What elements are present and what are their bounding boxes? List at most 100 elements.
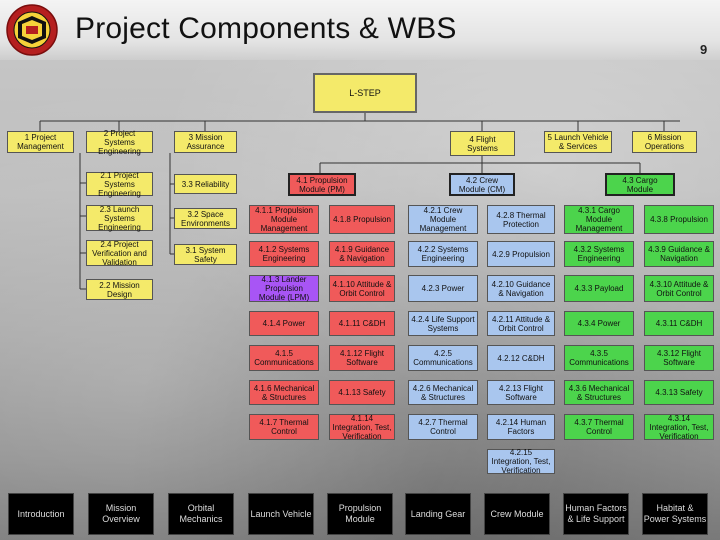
- wbs-4-2-13: 4.2.13 Flight Software: [487, 380, 555, 405]
- wbs-label: 3.2 Space Environments: [177, 210, 234, 228]
- wbs-4-1-12: 4.1.12 Flight Software: [329, 345, 395, 371]
- nav-propulsion-module[interactable]: Propulsion Module: [327, 493, 393, 535]
- wbs-label: 4.1.13 Safety: [338, 388, 385, 397]
- wbs-4-1-7: 4.1.7 Thermal Control: [249, 414, 319, 440]
- wbs-project-systems-engineering: 2 Project Systems Engineering: [86, 131, 153, 153]
- wbs-4-3-10: 4.3.10 Attitude & Orbit Control: [644, 275, 714, 302]
- wbs-4-2-12: 4.2.12 C&DH: [487, 345, 555, 371]
- wbs-crew-module-header: 4.2 Crew Module (CM): [449, 173, 515, 196]
- wbs-4-2-6: 4.2.6 Mechanical & Structures: [408, 380, 478, 405]
- nav-launch-vehicle[interactable]: Launch Vehicle: [248, 493, 314, 535]
- wbs-4-1-14: 4.1.14 Integration, Test, Verification: [329, 414, 395, 440]
- wbs-label: 4.2.2 Systems Engineering: [411, 245, 475, 263]
- wbs-label: 4.1.3 Lander Propulsion Module (LPM): [252, 275, 316, 302]
- wbs-4-2-2: 4.2.2 Systems Engineering: [408, 241, 478, 267]
- wbs-3-2: 3.2 Space Environments: [174, 208, 237, 229]
- wbs-label: 4.3.10 Attitude & Orbit Control: [647, 280, 711, 298]
- wbs-4-1-2: 4.1.2 Systems Engineering: [249, 241, 319, 267]
- nav-label: Orbital Mechanics: [169, 503, 233, 525]
- wbs-label: 4.1.2 Systems Engineering: [252, 245, 316, 263]
- nav-habitat-power[interactable]: Habitat & Power Systems: [642, 493, 708, 535]
- wbs-flight-systems: 4 Flight Systems: [450, 131, 515, 156]
- wbs-4-2-15: 4.2.15 Integration, Test, Verification: [487, 449, 555, 474]
- wbs-label: 4.3 Cargo Module: [609, 176, 671, 194]
- wbs-label: 4.2.4 Life Support Systems: [411, 315, 475, 333]
- wbs-4-2-7: 4.2.7 Thermal Control: [408, 414, 478, 440]
- wbs-4-2-8: 4.2.8 Thermal Protection: [487, 205, 555, 234]
- wbs-label: 4.3.6 Mechanical & Structures: [567, 384, 631, 402]
- wbs-2-4: 2.4 Project Verification and Validation: [86, 240, 153, 266]
- nav-label: Propulsion Module: [328, 503, 392, 525]
- wbs-cargo-module-header: 4.3 Cargo Module: [605, 173, 675, 196]
- nav-introduction[interactable]: Introduction: [8, 493, 74, 535]
- wbs-3-1: 3.1 System Safety: [174, 244, 237, 265]
- nav-landing-gear[interactable]: Landing Gear: [405, 493, 471, 535]
- wbs-4-3-6: 4.3.6 Mechanical & Structures: [564, 380, 634, 405]
- wbs-label: 4 Flight Systems: [453, 135, 512, 153]
- wbs-label: 3.3 Reliability: [182, 180, 230, 189]
- wbs-label: 6 Mission Operations: [635, 133, 694, 151]
- wbs-4-1-6: 4.1.6 Mechanical & Structures: [249, 380, 319, 405]
- wbs-4-3-8: 4.3.8 Propulsion: [644, 205, 714, 234]
- wbs-label: 4.2.14 Human Factors: [490, 418, 552, 436]
- wbs-label: 3.1 System Safety: [177, 246, 234, 264]
- wbs-label: 4.1 Propulsion Module (PM): [292, 176, 352, 194]
- wbs-label: 4.2.10 Guidance & Navigation: [490, 280, 552, 298]
- wbs-label: 4.3.2 Systems Engineering: [567, 245, 631, 263]
- wbs-mission-assurance: 3 Mission Assurance: [174, 131, 237, 153]
- wbs-2-1: 2.1 Project Systems Engineering: [86, 172, 153, 196]
- wbs-4-3-5: 4.3.5 Communications: [564, 345, 634, 371]
- wbs-label: 4.2.6 Mechanical & Structures: [411, 384, 475, 402]
- nav-label: Landing Gear: [411, 509, 466, 520]
- wbs-launch-vehicle-services: 5 Launch Vehicle & Services: [544, 131, 612, 153]
- wbs-4-1-5: 4.1.5 Communications: [249, 345, 319, 371]
- wbs-4-1-13: 4.1.13 Safety: [329, 380, 395, 405]
- wbs-4-3-11: 4.3.11 C&DH: [644, 311, 714, 336]
- wbs-2-2: 2.2 Mission Design: [86, 279, 153, 300]
- wbs-label: 2 Project Systems Engineering: [89, 129, 150, 156]
- wbs-4-1-3: 4.1.3 Lander Propulsion Module (LPM): [249, 275, 319, 302]
- nav-mission-overview[interactable]: Mission Overview: [88, 493, 154, 535]
- wbs-label: 4.2.1 Crew Module Management: [411, 206, 475, 233]
- wbs-4-2-10: 4.2.10 Guidance & Navigation: [487, 275, 555, 302]
- wbs-label: 4.1.14 Integration, Test, Verification: [332, 414, 392, 441]
- wbs-label: 4.3.14 Integration, Test, Verification: [647, 414, 711, 441]
- wbs-label: 4.2.8 Thermal Protection: [490, 211, 552, 229]
- wbs-label: 4.3.11 C&DH: [656, 319, 703, 328]
- wbs-label: 4.2.13 Flight Software: [490, 384, 552, 402]
- wbs-4-3-2: 4.3.2 Systems Engineering: [564, 241, 634, 267]
- wbs-root-label: L-STEP: [349, 89, 381, 98]
- wbs-label: 4.3.12 Flight Software: [647, 349, 711, 367]
- wbs-4-2-3: 4.2.3 Power: [408, 275, 478, 302]
- wbs-4-1-1: 4.1.1 Propulsion Module Management: [249, 205, 319, 234]
- nav-label: Mission Overview: [89, 503, 153, 525]
- wbs-label: 4.3.9 Guidance & Navigation: [647, 245, 711, 263]
- wbs-4-3-14: 4.3.14 Integration, Test, Verification: [644, 414, 714, 440]
- wbs-4-2-1: 4.2.1 Crew Module Management: [408, 205, 478, 234]
- wbs-label: 4.2.11 Attitude & Orbit Control: [490, 315, 552, 333]
- wbs-4-1-8: 4.1.8 Propulsion: [329, 205, 395, 234]
- nav-label: Crew Module: [490, 509, 543, 520]
- nav-label: Habitat & Power Systems: [643, 503, 707, 525]
- wbs-4-1-10: 4.1.10 Attitude & Orbit Control: [329, 275, 395, 302]
- nav-human-factors[interactable]: Human Factors & Life Support: [563, 493, 629, 535]
- wbs-4-1-11: 4.1.11 C&DH: [329, 311, 395, 336]
- wbs-4-2-11: 4.2.11 Attitude & Orbit Control: [487, 311, 555, 336]
- wbs-label: 4.1.1 Propulsion Module Management: [252, 206, 316, 233]
- wbs-label: 2.4 Project Verification and Validation: [89, 240, 150, 267]
- wbs-4-1-9: 4.1.9 Guidance & Navigation: [329, 241, 395, 267]
- wbs-label: 1 Project Management: [10, 133, 71, 151]
- nav-crew-module[interactable]: Crew Module: [484, 493, 550, 535]
- wbs-4-3-3: 4.3.3 Payload: [564, 275, 634, 302]
- wbs-4-2-9: 4.2.9 Propulsion: [487, 241, 555, 267]
- wbs-label: 4.1.8 Propulsion: [333, 215, 391, 224]
- wbs-label: 4.2.15 Integration, Test, Verification: [490, 448, 552, 475]
- wbs-label: 4.1.5 Communications: [252, 349, 316, 367]
- wbs-label: 4.2.12 C&DH: [497, 354, 544, 363]
- wbs-2-3: 2.3 Launch Systems Engineering: [86, 205, 153, 231]
- nav-orbital-mechanics[interactable]: Orbital Mechanics: [168, 493, 234, 535]
- wbs-label: 4.1.7 Thermal Control: [252, 418, 316, 436]
- wbs-4-3-9: 4.3.9 Guidance & Navigation: [644, 241, 714, 267]
- wbs-propulsion-module-header: 4.1 Propulsion Module (PM): [288, 173, 356, 196]
- wbs-label: 4.1.12 Flight Software: [332, 349, 392, 367]
